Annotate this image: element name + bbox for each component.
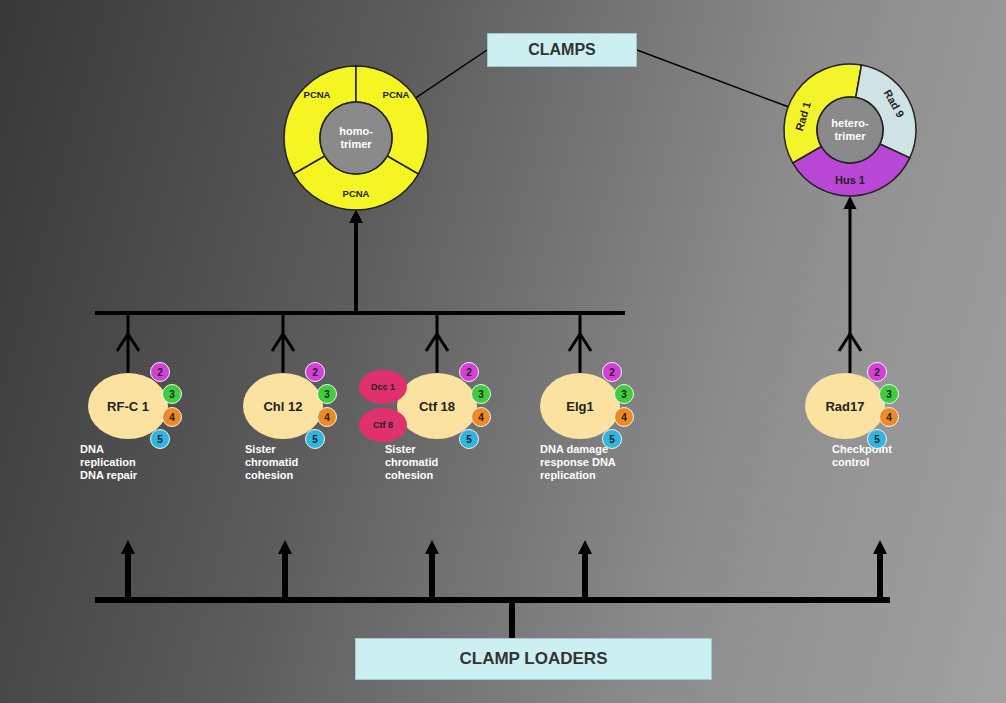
connector <box>285 554 512 638</box>
connector <box>512 554 880 638</box>
subunit-label: PCNA <box>343 188 370 199</box>
subunit-number: 5 <box>874 434 880 445</box>
num-node: 2 <box>867 362 887 382</box>
seg-node: PCNA <box>383 84 410 102</box>
num-node: 3 <box>471 384 491 404</box>
subunit-number: 4 <box>169 412 175 423</box>
subunit-number: 2 <box>466 367 472 378</box>
function-text: DNA damage response DNA replication <box>540 443 640 482</box>
num-node: 4 <box>162 407 182 427</box>
connector <box>128 554 512 638</box>
num-node: 5 <box>867 429 887 449</box>
subunit-label: Hus 1 <box>835 174 865 186</box>
num-node: 3 <box>162 384 182 404</box>
subunit-number: 2 <box>312 367 318 378</box>
title-text: CLAMPS <box>528 41 596 59</box>
seg-node: PCNA <box>343 183 370 201</box>
ring-hole <box>817 97 883 163</box>
loader-node: 2345RF-C 1DNA replication DNA repair <box>80 373 200 540</box>
function-text: Sister chromatid cohesion <box>385 443 459 482</box>
num-node: 2 <box>459 362 479 382</box>
num-node: 5 <box>459 429 479 449</box>
subunit-number: 2 <box>157 367 163 378</box>
num-node: 5 <box>150 429 170 449</box>
loader-name: Ctf 18 <box>419 399 455 414</box>
subunit-number: 5 <box>609 434 615 445</box>
subunit-label: PCNA <box>383 89 410 100</box>
num-node: 4 <box>879 407 899 427</box>
subunit-number: 4 <box>621 412 627 423</box>
loader-node: 2345Chl 12Sister chromatid cohesion <box>243 373 363 540</box>
connector <box>849 209 852 373</box>
num-node: 3 <box>879 384 899 404</box>
subunit-number: 4 <box>478 412 484 423</box>
ring-node: Rad 1Rad 9Hus 1hetero- trimer <box>784 64 916 196</box>
sub-node: Dcc 1 <box>359 370 407 404</box>
num-node: 5 <box>305 429 325 449</box>
ring-center-text: hetero- trimer <box>823 117 877 142</box>
subunit-number: 3 <box>169 389 175 400</box>
function-text: Sister chromatid cohesion <box>245 443 317 482</box>
subunit-number: 3 <box>886 389 892 400</box>
loader-node: 2345Rad17Checkpoint control <box>805 373 925 540</box>
connector <box>356 223 580 373</box>
sub-node: Ctf 8 <box>359 408 407 442</box>
num-node: 4 <box>471 407 491 427</box>
seg-node: PCNA <box>304 84 331 102</box>
loader-name: RF-C 1 <box>107 399 149 414</box>
loader-node: 2345Elg1DNA damage response DNA replicat… <box>540 373 660 540</box>
loader-name: Elg1 <box>566 399 593 414</box>
subunit-number: 2 <box>609 367 615 378</box>
subunit-number: 5 <box>312 434 318 445</box>
accessory-subunit: Dcc 1 <box>371 382 395 392</box>
connector <box>637 50 788 107</box>
loader-name: Rad17 <box>825 399 864 414</box>
title-text: CLAMP LOADERS <box>460 649 608 669</box>
num-node: 2 <box>602 362 622 382</box>
subunit-label: PCNA <box>304 89 331 100</box>
loader-node: 2345Ctf 18Sister chromatid cohesion <box>385 373 505 540</box>
accessory-subunit: Ctf 8 <box>373 420 393 430</box>
subunit-number: 3 <box>324 389 330 400</box>
ring-center-text: homo- trimer <box>326 125 386 150</box>
connector <box>356 223 437 373</box>
connector <box>416 50 487 98</box>
connector <box>432 554 512 638</box>
subunit-number: 5 <box>466 434 472 445</box>
connector <box>128 223 356 373</box>
connector <box>283 223 356 373</box>
num-node: 3 <box>317 384 337 404</box>
fork-symbols <box>117 334 861 351</box>
connector <box>512 554 585 638</box>
loader-name: Chl 12 <box>263 399 302 414</box>
num-node: 5 <box>602 429 622 449</box>
seg-node: Hus 1 <box>835 170 865 188</box>
ring-node: PCNA PCNA PCNA homo- trimer <box>284 66 428 210</box>
num-node: 4 <box>614 407 634 427</box>
ring-hole <box>320 102 392 174</box>
subunit-number: 5 <box>157 434 163 445</box>
num-node: 2 <box>150 362 170 382</box>
num-node: 4 <box>317 407 337 427</box>
num-node: 2 <box>305 362 325 382</box>
title-node: CLAMPS <box>487 33 637 67</box>
title-node: CLAMP LOADERS <box>355 638 712 680</box>
subunit-number: 3 <box>621 389 627 400</box>
subunit-number: 4 <box>324 412 330 423</box>
num-node: 3 <box>614 384 634 404</box>
subunit-number: 3 <box>478 389 484 400</box>
subunit-number: 2 <box>874 367 880 378</box>
function-text: DNA replication DNA repair <box>80 443 160 482</box>
subunit-number: 4 <box>886 412 892 423</box>
